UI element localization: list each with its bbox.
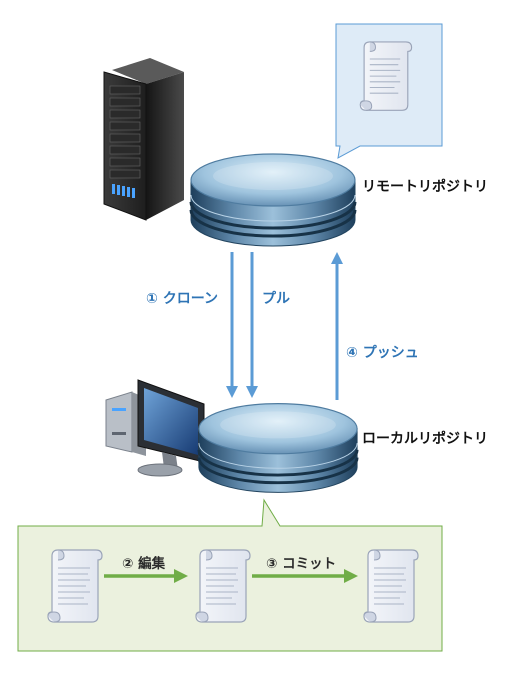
local-repo-database-icon: [197, 402, 359, 494]
server-rack-icon: [103, 58, 184, 221]
pull-arrow: [246, 252, 258, 398]
clone-label: ① クローン: [146, 291, 219, 307]
desktop-computer-icon: [105, 379, 205, 477]
commit-label: ③ コミット: [266, 556, 337, 572]
committed-document-icon: [363, 549, 419, 623]
remote-repo-database-icon: [189, 152, 357, 248]
edit-label: ② 編集: [122, 556, 166, 572]
remote-document-icon: [359, 41, 413, 111]
working-file-document-icon: [47, 549, 103, 623]
remote-repo-callout: [335, 23, 443, 159]
edited-document-icon: [195, 549, 251, 623]
local-repo-label: ローカルリポジトリ: [362, 431, 488, 447]
push-arrow: [331, 252, 343, 400]
commit-arrow: [252, 569, 358, 583]
push-label: ④ プッシュ: [346, 345, 419, 361]
clone-arrow: [226, 252, 238, 398]
remote-repo-label: リモートリポジトリ: [362, 179, 488, 195]
pull-label: プル: [262, 291, 290, 307]
edit-arrow: [104, 569, 188, 583]
